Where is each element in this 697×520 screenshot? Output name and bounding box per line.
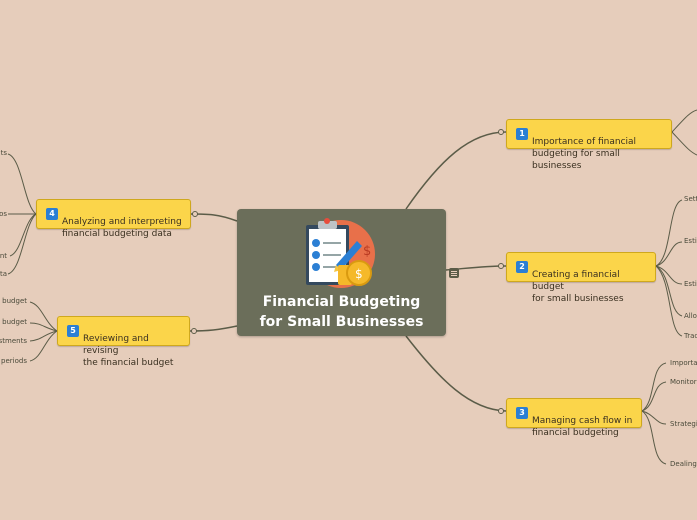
topic-number-badge: 1: [516, 128, 528, 140]
topic-connector-dot: [191, 328, 197, 334]
subtopic-creating[interactable]: Esti: [684, 280, 697, 288]
svg-text:$: $: [355, 267, 363, 281]
subtopic-creating[interactable]: Allo: [684, 312, 697, 320]
subtopic-analyzing[interactable]: ta: [0, 270, 7, 278]
topic-number-badge: 2: [516, 261, 528, 273]
topic-label: Creating a financial budget for small bu…: [532, 270, 624, 304]
topic-connector-dot: [192, 211, 198, 217]
subtopic-reviewing[interactable]: e budget: [0, 297, 27, 305]
clipboard-checklist-coins-icon: $ $: [301, 213, 381, 291]
topic-label: Analyzing and interpreting financial bud…: [62, 217, 182, 239]
subtopic-reviewing[interactable]: e budget: [0, 318, 27, 326]
topic-label: Reviewing and revising the financial bud…: [83, 334, 174, 368]
topic-connector-dot: [498, 129, 504, 135]
subtopic-analyzing[interactable]: os: [0, 210, 7, 218]
topic-number-badge: 4: [46, 208, 58, 220]
subtopic-analyzing[interactable]: nt: [0, 252, 7, 260]
topic-number-badge: 3: [516, 407, 528, 419]
subtopic-cash-flow[interactable]: Strategi: [670, 420, 697, 428]
topic-label: Managing cash flow in financial budgetin…: [532, 416, 633, 438]
subtopic-creating[interactable]: Setti: [684, 195, 697, 203]
topic-label: Importance of financial budgeting for sm…: [532, 137, 637, 171]
subtopic-cash-flow[interactable]: Monitor: [670, 378, 697, 386]
topic-connector-dot: [498, 263, 504, 269]
subtopic-cash-flow[interactable]: Dealing: [670, 460, 697, 468]
topic-connector-dot: [498, 408, 504, 414]
subtopic-cash-flow[interactable]: Importa: [670, 359, 697, 367]
subtopic-creating[interactable]: Esti: [684, 237, 697, 245]
svg-text:$: $: [363, 244, 371, 259]
note-icon[interactable]: [449, 268, 459, 278]
central-title: Financial Budgeting for Small Businesses: [259, 294, 424, 330]
subtopic-creating[interactable]: Trac: [684, 332, 697, 340]
subtopic-reviewing[interactable]: stments: [0, 337, 27, 345]
subtopic-analyzing[interactable]: ts: [0, 149, 7, 157]
topic-number-badge: 5: [67, 325, 79, 337]
central-topic[interactable]: $ $ Financial Budgeting for Small Busine…: [237, 209, 446, 336]
subtopic-reviewing[interactable]: e periods: [0, 357, 27, 365]
